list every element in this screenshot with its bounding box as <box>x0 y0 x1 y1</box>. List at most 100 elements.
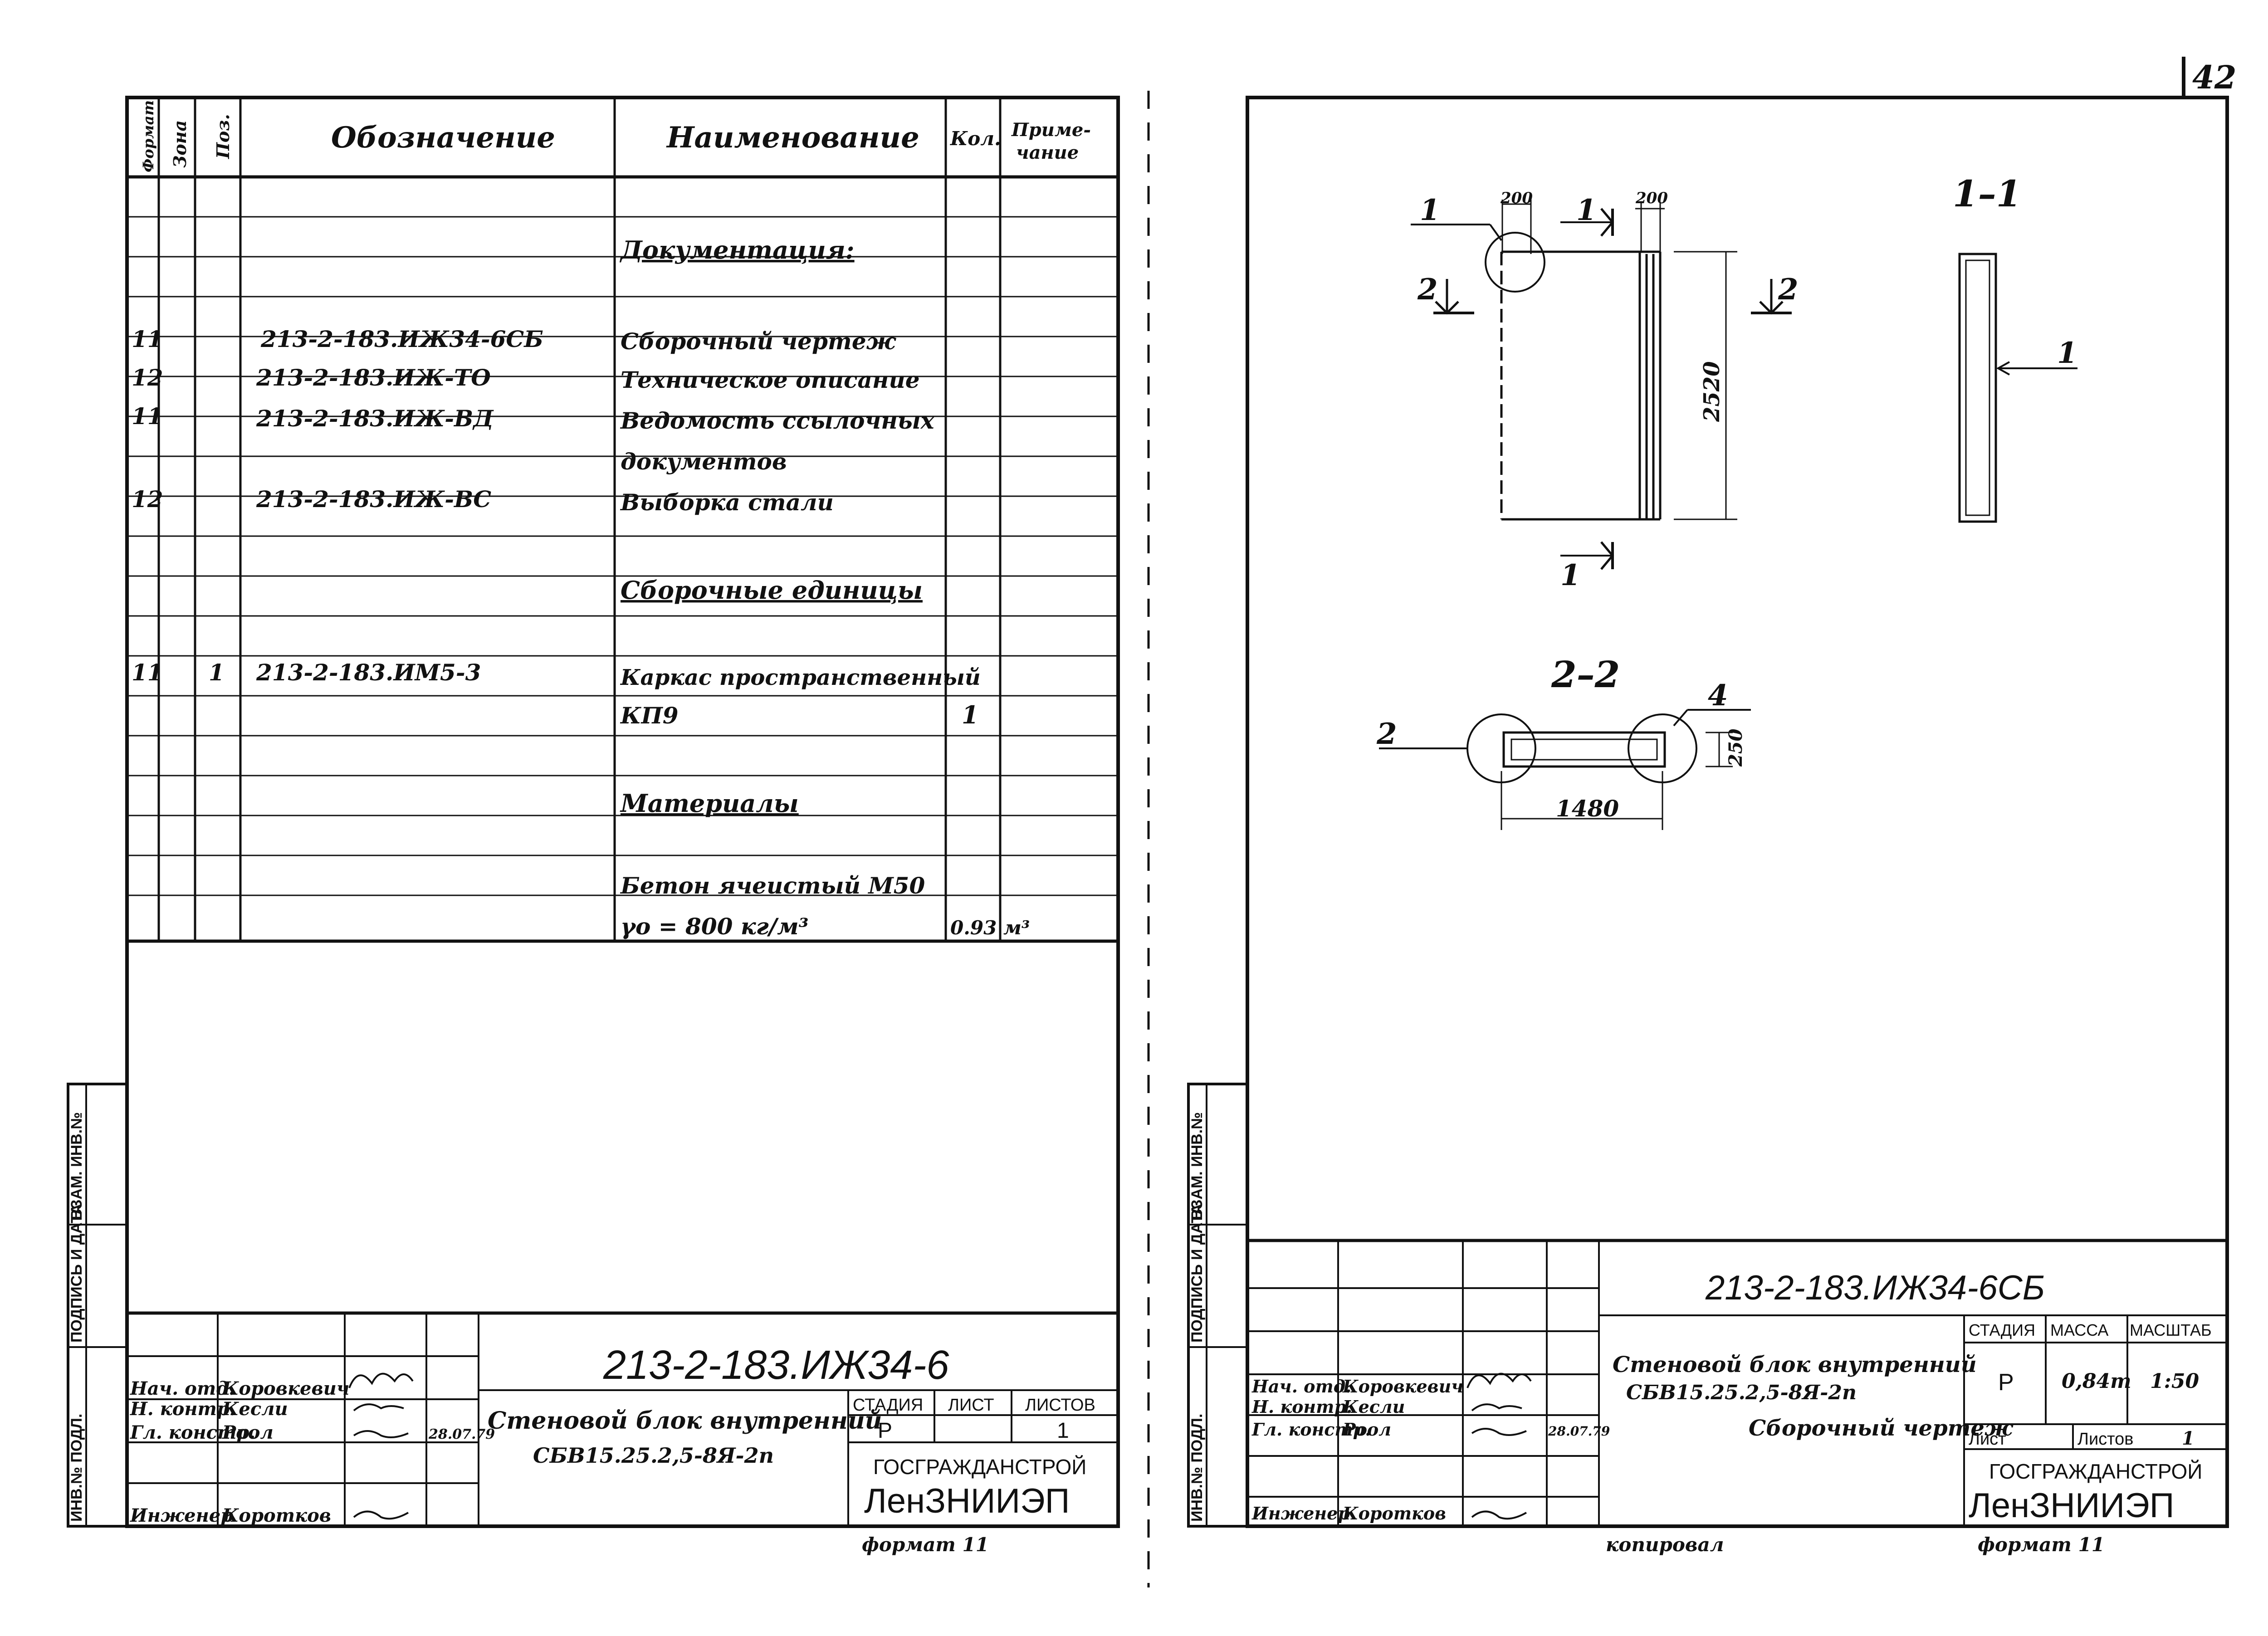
spec-name: Документация: <box>619 235 855 264</box>
right-person: Коровкевич <box>1342 1376 1463 1397</box>
right-sheets: 1 <box>2182 1428 2195 1449</box>
spec-pos: 1 <box>209 659 225 686</box>
spec-qty: 1 <box>962 700 979 729</box>
right-sheets-label: Листов <box>2077 1430 2133 1449</box>
header-format: Формат <box>140 100 157 172</box>
left-title-block: 213-2-183.ИЖ34-6 Стеновой блок внутренни… <box>130 1343 1095 1556</box>
left-sheets-label: ЛИСТОВ <box>1025 1396 1095 1415</box>
right-sheet-frame <box>1246 96 2229 1528</box>
left-role: Нач. отд. <box>130 1378 235 1399</box>
right-role: Гл. констр. <box>1251 1419 1371 1440</box>
left-role: Инженер <box>130 1505 233 1526</box>
right-title-3: Сборочный чертеж <box>1749 1416 2014 1441</box>
right-org-2: ЛенЗНИИЭП <box>1969 1486 2174 1525</box>
section-1-1 <box>1958 253 2077 523</box>
right-scale: 1:50 <box>2150 1370 2199 1393</box>
right-stage: Р <box>1998 1369 2014 1396</box>
spec-qty: 0.93 <box>950 917 997 939</box>
ref-mark-1: 1 <box>1420 193 1440 227</box>
right-format: формат 11 <box>1978 1533 2105 1556</box>
ref-mark-4: 4 <box>1708 679 1728 713</box>
right-role: Инженер <box>1251 1503 1350 1524</box>
spec-designation: 213-2-183.ИЖ-ТО <box>256 364 491 391</box>
header-zone: Зона <box>170 120 190 168</box>
spec-name: Ведомость ссылочных <box>620 407 935 434</box>
right-stamp-inv: ИНВ.№ ПОДЛ. <box>1188 1414 1206 1522</box>
left-stage: Р <box>878 1419 892 1443</box>
left-format: формат 11 <box>862 1533 989 1556</box>
spec-name: Техническое описание <box>621 366 920 393</box>
left-stamp-inv: ИНВ.№ ПОДЛ. <box>68 1414 85 1522</box>
right-person: Коротков <box>1342 1503 1446 1524</box>
spec-name: документов <box>621 448 787 475</box>
cut-mark-2-left: 2 <box>1417 273 1438 307</box>
dim-2520: 2520 <box>1699 361 1725 422</box>
header-name: Наименование <box>666 121 919 155</box>
spec-designation: 213-2-183.ИЖ-ВС <box>256 486 491 513</box>
left-person: Кесли <box>222 1398 288 1420</box>
spec-format: 11 <box>132 659 163 686</box>
right-org-1: ГОСГРАЖДАНСТРОЙ <box>1989 1460 2202 1483</box>
front-view <box>1411 200 1792 570</box>
header-designation: Обозначение <box>331 121 555 155</box>
spec-format: 12 <box>132 486 163 513</box>
dim-250: 250 <box>1725 728 1746 767</box>
left-person: Роол <box>222 1422 274 1443</box>
cut-mark-2-right: 2 <box>1778 273 1799 307</box>
left-role: Н. контр. <box>130 1398 236 1420</box>
left-person: Коротков <box>222 1505 331 1526</box>
left-role: Гл. констр. <box>130 1422 255 1443</box>
right-title-block: 213-2-183.ИЖ34-6СБ Стеновой блок внутрен… <box>1251 1269 2212 1556</box>
right-date: 28.07.79 <box>1548 1424 1610 1439</box>
spec-note: м³ <box>1003 917 1030 939</box>
left-org-2: ЛенЗНИИЭП <box>864 1482 1070 1520</box>
section-2-2 <box>1379 709 1751 830</box>
section-label-2-2: 2–2 <box>1551 653 1620 696</box>
left-person: Коровкевич <box>222 1378 349 1399</box>
left-stage-label: СТАДИЯ <box>853 1396 923 1415</box>
left-stamp-vzam: ВЗАМ. ИНВ.№ <box>68 1112 85 1220</box>
right-person: Кесли <box>1342 1397 1405 1417</box>
header-pos: Поз. <box>213 114 233 159</box>
right-stamp-vzam: ВЗАМ. ИНВ.№ <box>1188 1112 1206 1220</box>
right-stamp-sign: ПОДПИСЬ И ДАТА <box>1188 1204 1206 1343</box>
spec-designation: 213-2-183.ИЖ34-6СБ <box>260 326 543 352</box>
spec-name: Выборка стали <box>620 489 834 516</box>
spec-format: 12 <box>132 364 163 391</box>
right-stage-label: СТАДИЯ <box>1969 1321 2035 1339</box>
dim-200-left: 200 <box>1500 189 1533 207</box>
right-designation: 213-2-183.ИЖ34-6СБ <box>1705 1269 2045 1307</box>
right-sheet-label: Лист <box>1969 1430 2006 1449</box>
ref-mark-1-section: 1 <box>2057 336 2077 370</box>
dim-1480: 1480 <box>1556 795 1619 822</box>
spec-rows: Документация: 11 213-2-183.ИЖ34-6СБ Сбор… <box>132 235 1030 940</box>
left-stamp-sign: ПОДПИСЬ И ДАТА <box>68 1204 85 1343</box>
spec-format: 11 <box>132 403 163 430</box>
header-qty: Кол. <box>950 127 1001 150</box>
spec-designation: 213-2-183.ИМ5-3 <box>256 659 481 686</box>
right-person: Роол <box>1342 1419 1391 1440</box>
right-role: Н. контр. <box>1251 1397 1352 1417</box>
left-title-2: СБВ15.25.2,5-8Я-2п <box>533 1443 774 1468</box>
left-sheet-label: ЛИСТ <box>948 1396 994 1415</box>
left-date: 28.07.79 <box>428 1426 495 1442</box>
left-designation: 213-2-183.ИЖ34-6 <box>603 1343 949 1388</box>
spec-name: Сборочный чертеж <box>621 328 897 355</box>
spec-name: Материалы <box>620 789 799 818</box>
spec-name: КП9 <box>620 702 679 729</box>
spec-designation: 213-2-183.ИЖ-ВД <box>256 405 494 432</box>
right-role: Нач. отд. <box>1251 1376 1351 1397</box>
right-title-2: СБВ15.25.2,5-8Я-2п <box>1626 1381 1857 1404</box>
left-org-1: ГОСГРАЖДАНСТРОЙ <box>873 1455 1086 1479</box>
ref-mark-2: 2 <box>1376 717 1397 751</box>
right-copied: копировал <box>1606 1533 1724 1556</box>
right-mass-label: МАССА <box>2050 1321 2108 1339</box>
spec-name: Бетон ячеистый М50 <box>620 872 925 899</box>
cut-mark-1-top: 1 <box>1576 193 1597 227</box>
left-title-1: Стеновой блок внутренний <box>488 1407 882 1435</box>
spec-name: Сборочные единицы <box>621 576 923 605</box>
header-note-2: чание <box>1016 142 1079 163</box>
page-number: 42 <box>2192 59 2236 96</box>
section-label-1-1: 1–1 <box>1953 172 2021 215</box>
